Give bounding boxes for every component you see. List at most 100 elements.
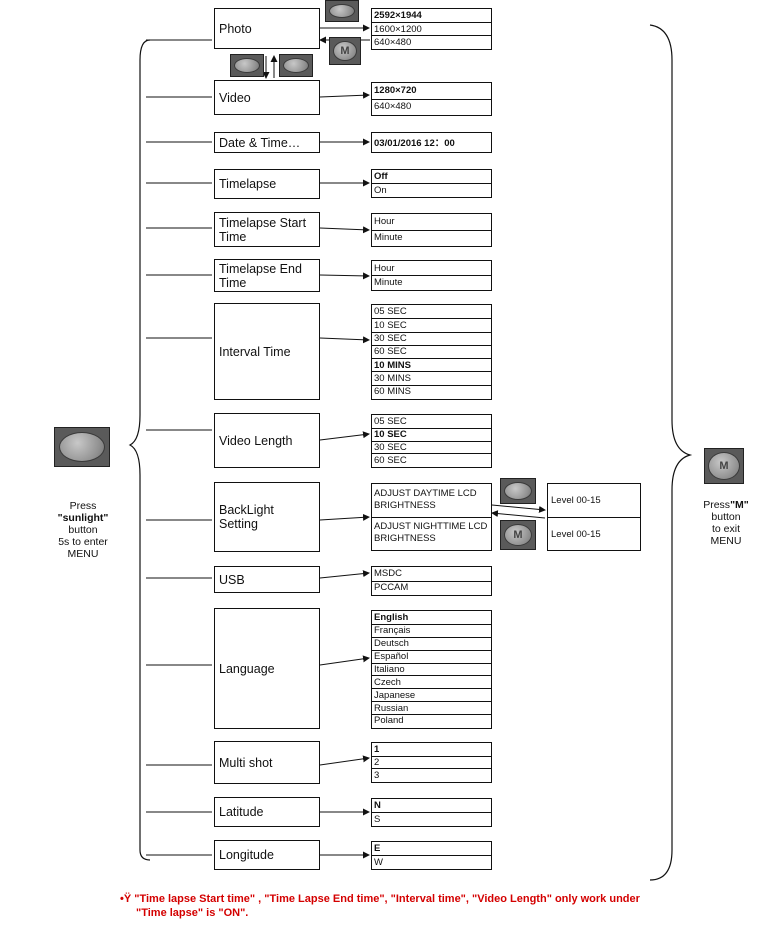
- option-item[interactable]: Minute: [372, 275, 491, 289]
- option-item[interactable]: 1280×720: [374, 85, 417, 97]
- caption-line: Press"M": [694, 499, 758, 511]
- option-item[interactable]: 60 MINS: [372, 384, 491, 398]
- option-item[interactable]: 2592×1944: [374, 10, 422, 21]
- option-item[interactable]: E: [374, 843, 381, 854]
- option-item[interactable]: Español: [372, 649, 491, 663]
- caption-line: button: [68, 524, 98, 536]
- option-item[interactable]: Hour: [374, 262, 395, 274]
- backlight-ok-button-icon[interactable]: [500, 478, 536, 504]
- option-item[interactable]: 2: [372, 755, 491, 769]
- option-item[interactable]: 03/01/2016 12：00: [374, 138, 455, 149]
- menu-label: Multi shot: [219, 755, 273, 770]
- option-item[interactable]: N: [374, 800, 381, 811]
- menu-item-video-length[interactable]: Video Length: [214, 413, 320, 468]
- menu-label: BackLight Setting: [219, 503, 274, 531]
- menu-item-timelapse-start[interactable]: Timelapse Start Time: [214, 212, 320, 247]
- option-item[interactable]: MSDC: [374, 568, 402, 580]
- caption-line: MENU: [710, 535, 742, 547]
- caption-line: button: [711, 511, 741, 523]
- option-item[interactable]: Czech: [372, 675, 491, 688]
- footnote-line-1: •Ÿ "Time lapse Start time" , "Time Lapse…: [120, 893, 640, 905]
- option-item[interactable]: On: [372, 183, 491, 196]
- option-item[interactable]: ADJUST DAYTIME LCD BRIGHTNESS: [374, 488, 477, 512]
- level-daytime: Level 00-15: [551, 495, 601, 506]
- caption-line: MENU: [67, 548, 99, 560]
- menu-label: Timelapse: [219, 177, 277, 191]
- option-item[interactable]: 05 SEC: [374, 415, 407, 427]
- option-item[interactable]: Minute: [372, 229, 491, 246]
- option-item[interactable]: 3: [372, 768, 491, 781]
- option-item[interactable]: 640×480: [372, 98, 491, 115]
- menu-label: Video Length: [219, 433, 293, 448]
- menu-item-timelapse-end[interactable]: Timelapse End Time: [214, 259, 320, 292]
- option-item[interactable]: 30 SEC: [372, 331, 491, 345]
- menu-label: USB: [219, 572, 245, 587]
- menu-label: Timelapse Start Time: [219, 215, 307, 244]
- option-item[interactable]: 640×480: [372, 35, 491, 48]
- caption-line: 5s to enter: [58, 536, 108, 548]
- left-brace: [128, 39, 151, 861]
- menu-item-timelapse[interactable]: Timelapse: [214, 169, 320, 199]
- menu-label: Latitude: [219, 805, 264, 819]
- option-item[interactable]: Hour: [374, 216, 395, 228]
- menu-item-latitude[interactable]: Latitude: [214, 797, 320, 827]
- up-button-icon[interactable]: [279, 54, 313, 77]
- option-item[interactable]: Italiano: [372, 662, 491, 676]
- option-item[interactable]: W: [372, 855, 491, 868]
- menu-item-longitude[interactable]: Longitude: [214, 840, 320, 870]
- m-button-large-icon[interactable]: M: [704, 448, 744, 484]
- caption-line: Press: [69, 500, 97, 512]
- option-item[interactable]: 30 MINS: [372, 371, 491, 384]
- option-item[interactable]: Japanese: [372, 688, 491, 701]
- footnote-line-2: "Time lapse" is "ON".: [136, 907, 249, 919]
- sunlight-button-large-icon[interactable]: [54, 427, 110, 467]
- option-item[interactable]: 05 SEC: [374, 306, 407, 318]
- menu-item-language[interactable]: Language: [214, 608, 320, 729]
- option-item[interactable]: Poland: [372, 714, 491, 727]
- options-date-time: 03/01/2016 12：00: [371, 132, 492, 153]
- caption-word: Press: [703, 499, 731, 511]
- menu-label: Photo: [219, 22, 252, 36]
- level-nighttime: Level 00-15: [548, 517, 640, 550]
- option-item[interactable]: Deutsch: [372, 636, 491, 650]
- menu-item-usb[interactable]: USB: [214, 566, 320, 593]
- menu-item-interval-time[interactable]: Interval Time: [214, 303, 320, 400]
- option-item[interactable]: English: [374, 611, 409, 623]
- option-item[interactable]: Français: [372, 623, 491, 637]
- option-item[interactable]: 10 MINS: [372, 358, 491, 371]
- options-backlight: ADJUST DAYTIME LCD BRIGHTNESS ADJUST NIGH…: [371, 483, 492, 551]
- option-item[interactable]: Russian: [372, 701, 491, 714]
- option-item[interactable]: 10 SEC: [372, 318, 491, 331]
- menu-item-video[interactable]: Video: [214, 80, 320, 115]
- caption-line: "sunlight": [45, 512, 121, 524]
- option-item[interactable]: 10 SEC: [372, 427, 491, 441]
- menu-label: Video: [219, 90, 251, 105]
- option-item[interactable]: Off: [374, 171, 388, 182]
- menu-item-multi-shot[interactable]: Multi shot: [214, 741, 320, 784]
- option-item[interactable]: PCCAM: [372, 580, 491, 595]
- caption-line: to exit: [711, 523, 740, 535]
- option-item[interactable]: S: [372, 812, 491, 825]
- option-item[interactable]: 60 SEC: [372, 344, 491, 358]
- sunlight-button-icon[interactable]: [325, 0, 359, 22]
- down-button-icon[interactable]: [230, 54, 264, 77]
- option-item[interactable]: 30 SEC: [372, 440, 491, 454]
- menu-item-date-time[interactable]: Date & Time…: [214, 132, 320, 153]
- menu-item-photo[interactable]: Photo: [214, 8, 320, 49]
- option-item[interactable]: 1: [374, 743, 380, 755]
- menu-item-backlight[interactable]: BackLight Setting: [214, 482, 320, 552]
- option-item[interactable]: 60 SEC: [372, 453, 491, 466]
- m-button-icon[interactable]: M: [329, 37, 361, 65]
- option-item[interactable]: ADJUST NIGHTTIME LCD BRIGHTNESS: [372, 516, 491, 550]
- backlight-m-button-icon[interactable]: M: [500, 520, 536, 550]
- exit-menu-caption: Press"M" button to exit MENU: [694, 499, 758, 547]
- option-item[interactable]: 1600×1200: [372, 22, 491, 35]
